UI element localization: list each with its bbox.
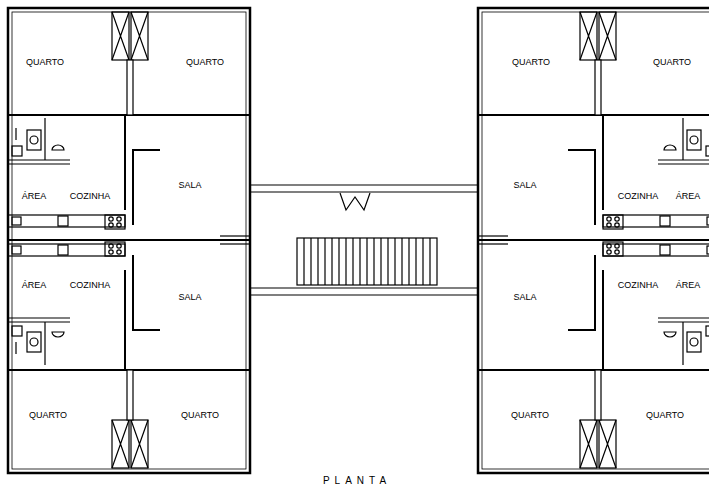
- room-name: COZINHA: [618, 281, 659, 290]
- stair-hall: [250, 185, 478, 295]
- stair-step: [324, 238, 325, 285]
- room-name: QUARTO: [26, 58, 64, 67]
- plan-line: [250, 184, 478, 185]
- room-name: QUARTO: [653, 58, 691, 67]
- stair-step: [331, 238, 332, 285]
- stair-steps: [304, 238, 430, 285]
- room-name: ÁREA: [676, 192, 701, 201]
- entrance-door: [340, 193, 370, 210]
- stair-step: [422, 238, 423, 285]
- plan-line: [250, 287, 478, 288]
- plan-line: [250, 294, 478, 295]
- stair-step: [387, 238, 388, 285]
- stair-step: [429, 238, 430, 285]
- room-name: QUARTO: [181, 411, 219, 420]
- stair-step: [310, 238, 311, 285]
- room-name: QUARTO: [29, 411, 67, 420]
- room-name: SALA: [178, 293, 201, 302]
- room-name: SALA: [513, 181, 536, 190]
- room-name: SALA: [513, 293, 536, 302]
- stair-step: [401, 238, 402, 285]
- stair-step: [380, 238, 381, 285]
- room-name: ÁREA: [22, 192, 47, 201]
- plan-line: [250, 191, 478, 192]
- room-name: ÁREA: [676, 281, 701, 290]
- room-name: ÁREA: [22, 281, 47, 290]
- stair-step: [359, 238, 360, 285]
- stair-step: [352, 238, 353, 285]
- room-name: COZINHA: [618, 192, 659, 201]
- left-wing: [8, 8, 250, 473]
- room-name: QUARTO: [186, 58, 224, 67]
- stair-step: [338, 238, 339, 285]
- stair-step: [394, 238, 395, 285]
- room-name: SALA: [178, 181, 201, 190]
- room-name: QUARTO: [512, 58, 550, 67]
- staircase: [297, 238, 437, 285]
- room-name: COZINHA: [70, 192, 111, 201]
- drawing-caption: PLANTA: [323, 476, 391, 486]
- stair-step: [345, 238, 346, 285]
- stair-step: [303, 238, 304, 285]
- stair-step: [317, 238, 318, 285]
- right-wing: [478, 8, 709, 473]
- room-name: QUARTO: [511, 411, 549, 420]
- stair-step: [415, 238, 416, 285]
- room-name: QUARTO: [646, 411, 684, 420]
- stair-step: [366, 238, 367, 285]
- stair-step: [408, 238, 409, 285]
- stair-step: [373, 238, 374, 285]
- room-name: COZINHA: [70, 281, 111, 290]
